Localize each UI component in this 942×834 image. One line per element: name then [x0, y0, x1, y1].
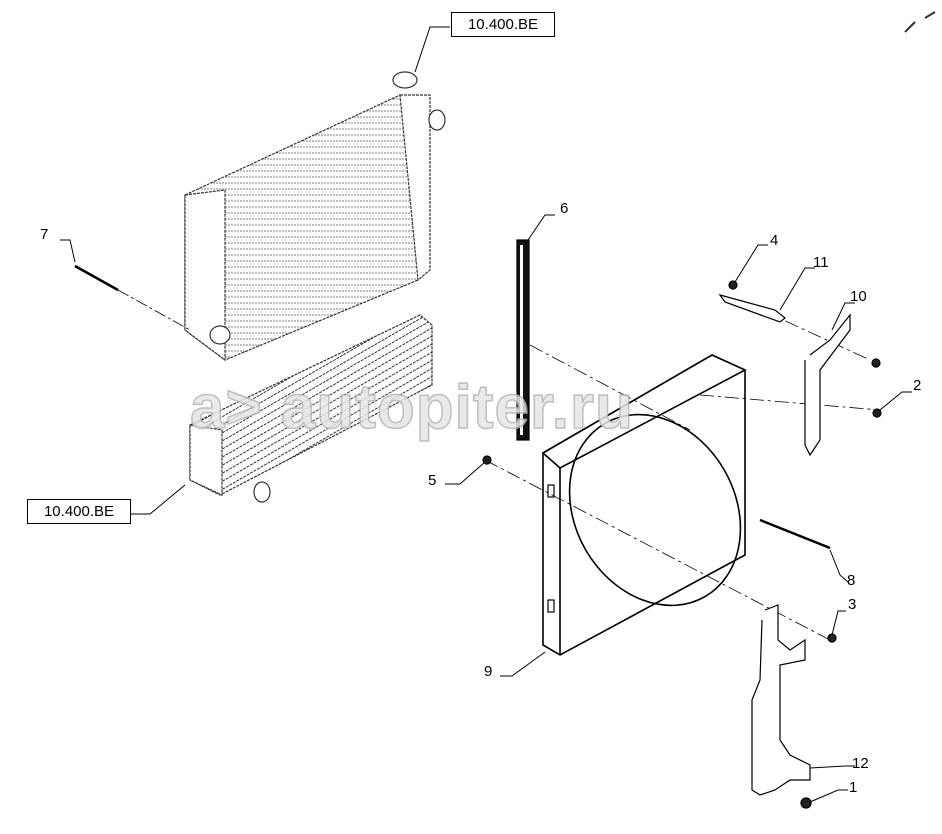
oil-cooler: [189, 314, 433, 503]
callout-7: 7: [40, 226, 49, 243]
fan-shroud: [541, 354, 747, 656]
reference-link-radiator[interactable]: 10.400.BE: [451, 12, 555, 37]
callout-8: 8: [847, 572, 856, 589]
bracket-10: [804, 313, 882, 457]
corner-mark: [904, 11, 936, 33]
reference-link-oil-cooler[interactable]: 10.400.BE: [27, 499, 131, 524]
callout-4: 4: [770, 232, 779, 249]
bracket-11: [718, 280, 786, 323]
rod-8: [759, 518, 831, 550]
leader-lines: [60, 26, 912, 803]
callout-1: 1: [849, 779, 858, 796]
callout-12: 12: [852, 755, 869, 772]
bracket-12: [751, 604, 837, 809]
callout-5: 5: [428, 472, 437, 489]
bolt-7: [74, 264, 191, 331]
radiator: [184, 71, 446, 362]
callout-10: 10: [850, 288, 867, 305]
callout-11: 11: [813, 254, 829, 271]
callout-6: 6: [560, 200, 569, 217]
callout-2: 2: [913, 377, 922, 394]
watermark: a> autopiter.ru: [189, 372, 634, 443]
callout-3: 3: [848, 596, 857, 613]
callout-9: 9: [484, 663, 493, 680]
assembly-lines: [484, 299, 881, 641]
